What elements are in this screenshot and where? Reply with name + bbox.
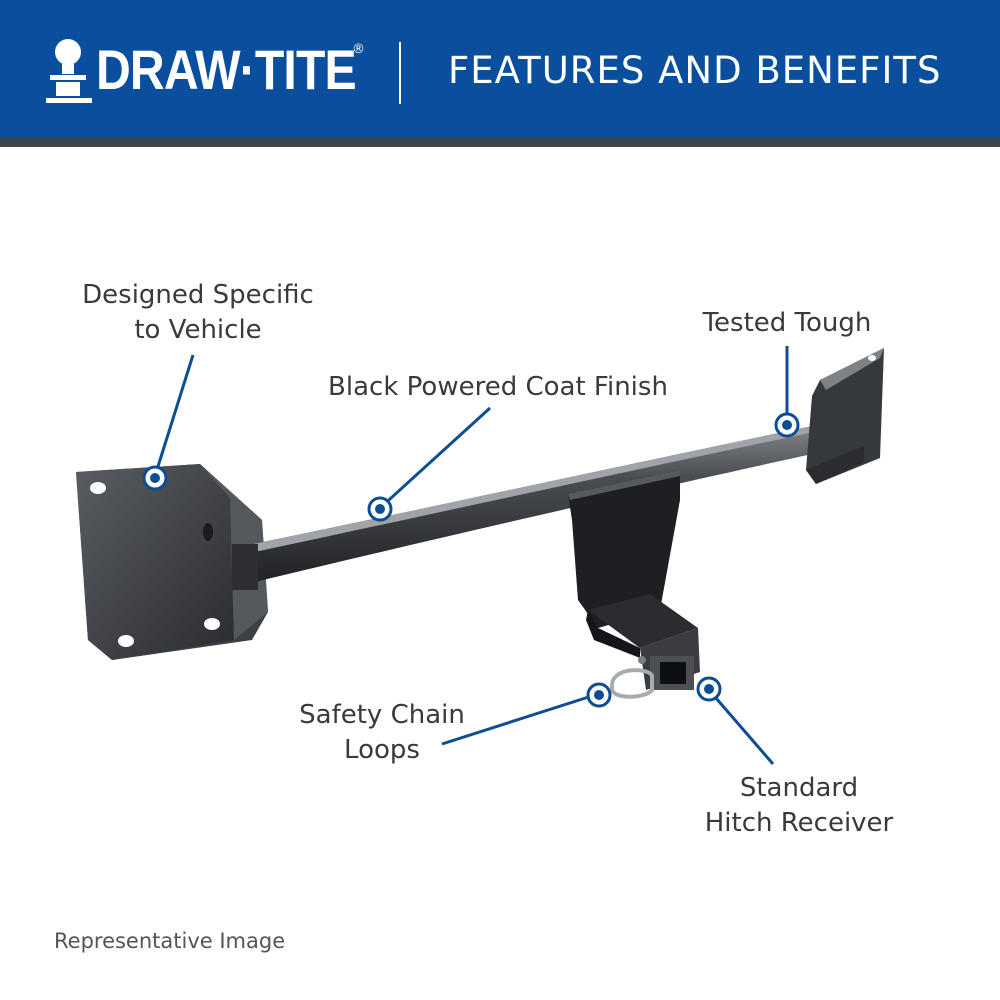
callout-leaders	[153, 346, 789, 765]
callout-receiver-line1: Standard	[739, 773, 859, 803]
brand-logo: DRAW·TITE ®	[44, 28, 374, 118]
receiver-assembly	[568, 470, 700, 699]
callout-tested-tough: Tested Tough	[690, 306, 884, 341]
header-stripe	[0, 138, 1000, 147]
registered-mark: ®	[352, 42, 365, 57]
callout-designed-line2: to Vehicle	[134, 315, 262, 345]
callout-chain-line2: Loops	[344, 735, 420, 765]
callout-coat-label: Black Powered Coat Finish	[328, 372, 668, 402]
hitch-ball-icon	[46, 39, 92, 103]
header-bar: DRAW·TITE ® FEATURES AND BENEFITS	[0, 0, 1000, 138]
callout-chain-line1: Safety Chain	[299, 700, 465, 730]
callout-black-powder-coat: Black Powered Coat Finish	[310, 370, 686, 405]
page-title: FEATURES AND BENEFITS	[448, 49, 942, 92]
right-mounting-bracket	[806, 348, 884, 484]
callout-hitch-receiver: Standard Hitch Receiver	[694, 771, 904, 841]
callout-safety-chain: Safety Chain Loops	[290, 698, 474, 768]
callout-designed-specific: Designed Specific to Vehicle	[70, 278, 326, 348]
callout-designed-line1: Designed Specific	[82, 280, 314, 310]
left-mounting-bracket	[76, 464, 268, 660]
cross-tube	[232, 418, 858, 590]
callout-dots	[142, 412, 800, 708]
callout-tested-label: Tested Tough	[702, 308, 872, 338]
header-divider	[399, 42, 401, 104]
representative-image-note: Representative Image	[54, 929, 286, 953]
brand-name: DRAW·TITE	[96, 38, 357, 101]
callout-receiver-line2: Hitch Receiver	[704, 808, 894, 838]
